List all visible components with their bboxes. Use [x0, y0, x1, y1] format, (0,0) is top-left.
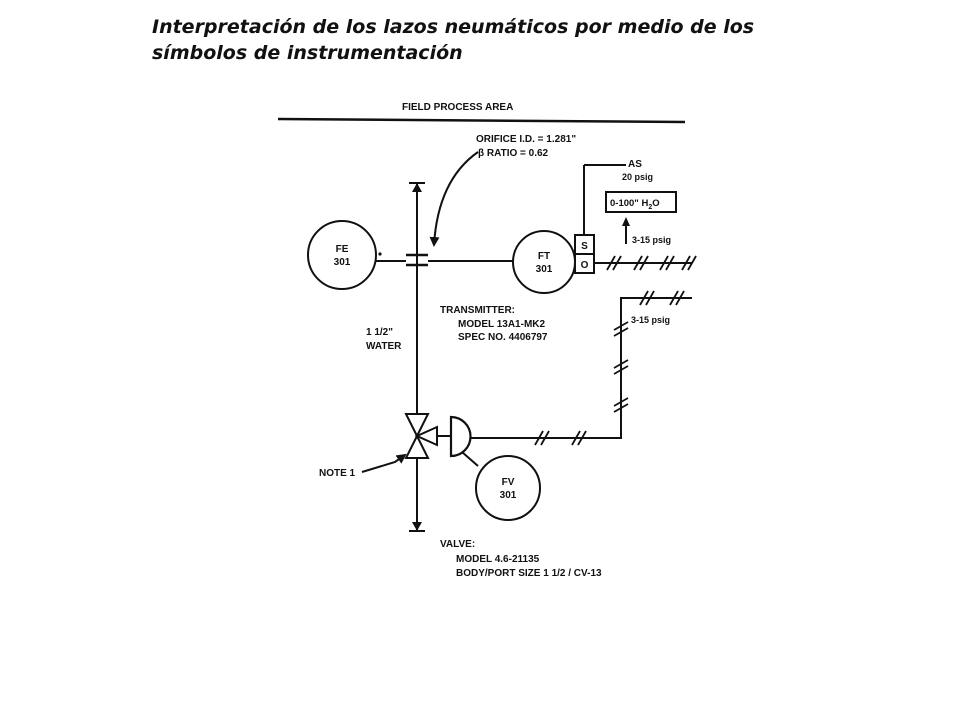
fe-dot	[378, 252, 382, 256]
fv-number: 301	[500, 490, 517, 501]
valve-body-upper	[404, 413, 430, 439]
transmitter-spec: SPEC NO. 4406797	[458, 332, 548, 343]
line-fluid-label: WATER	[366, 341, 402, 352]
transmitter-model: MODEL 13A1-MK2	[458, 319, 545, 330]
range-box	[605, 191, 677, 213]
orifice-id-label: ORIFICE I.D. = 1.281"	[476, 134, 576, 145]
diaphragm-actuator	[449, 415, 472, 458]
fe-tag: FE	[336, 244, 349, 255]
range-box-text: 0-100" H2O	[610, 198, 660, 211]
air-supply-label: AS	[628, 159, 642, 170]
transmitter-heading: TRANSMITTER:	[440, 305, 515, 316]
valve-heading: VALVE:	[440, 539, 475, 550]
fe-instrument-bubble	[307, 220, 377, 290]
ft-number: 301	[536, 264, 553, 275]
fv-instrument-bubble	[475, 455, 541, 521]
ft-supply-port-label: S	[581, 241, 588, 252]
signal-1-arrow	[622, 217, 630, 226]
field-area-boundary-line	[277, 117, 686, 124]
fv-leader-line	[461, 451, 479, 467]
ft-output-port-label: O	[581, 260, 589, 271]
fe-number: 301	[334, 257, 351, 268]
pipe-top-arrow	[412, 183, 422, 192]
pipe-bottom-arrow	[412, 522, 422, 531]
valve-body-lower	[404, 433, 430, 459]
field-area-label: FIELD PROCESS AREA	[402, 102, 513, 113]
signal-2-label: 3-15 psig	[631, 315, 670, 325]
orifice-ratio-label: β RATIO = 0.62	[478, 148, 549, 159]
ft-instrument-bubble	[512, 230, 576, 294]
air-supply-pressure: 20 psig	[622, 172, 653, 182]
line-size-label: 1 1/2"	[366, 327, 393, 338]
pneumatic-control-hatches	[534, 290, 685, 446]
signal-1-label: 3-15 psig	[632, 235, 671, 245]
valve-model: MODEL 4.6-21135	[456, 554, 540, 565]
ft-tag: FT	[538, 251, 550, 262]
fv-tag: FV	[502, 477, 515, 488]
page-title-line-2: símbolos de instrumentación	[152, 42, 463, 64]
note-1-label: NOTE 1	[319, 468, 356, 479]
valve-body-size: BODY/PORT SIZE 1 1/2 / CV-13	[456, 568, 602, 579]
page-title-line-1: Interpretación de los lazos neumáticos p…	[152, 16, 755, 38]
pneumatic-output-hatches	[606, 255, 697, 271]
note-1-leader	[361, 453, 407, 473]
orifice-leader-arrow	[429, 151, 479, 247]
